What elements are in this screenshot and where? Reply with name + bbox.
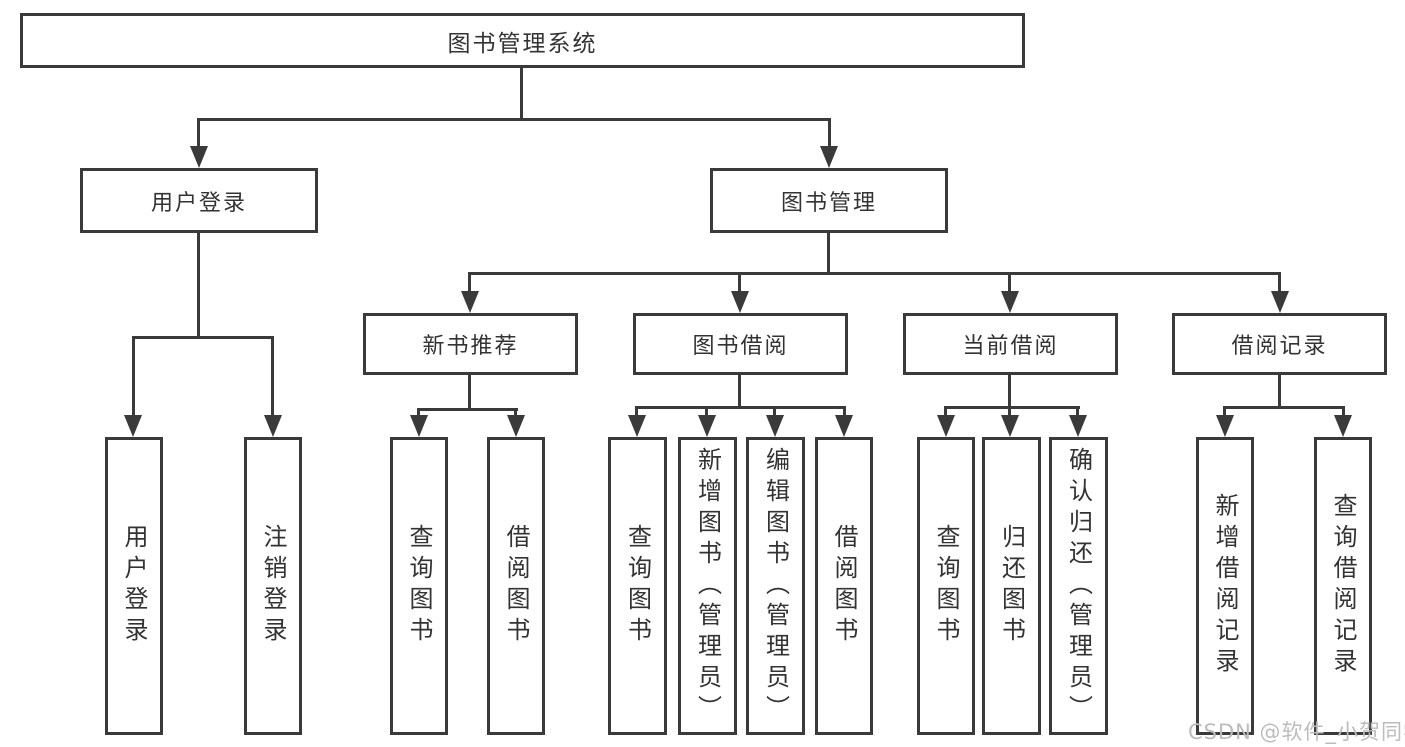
connector-line bbox=[1342, 406, 1345, 417]
connector-line bbox=[827, 233, 830, 272]
arrow-down-icon bbox=[1001, 415, 1019, 437]
arrow-down-icon bbox=[698, 415, 716, 437]
leaf-add-books-admin-label: 新增图书（管理员） bbox=[693, 446, 722, 726]
connector-line bbox=[417, 408, 518, 411]
arrow-down-icon bbox=[766, 415, 784, 437]
leaf-add-books-admin: 新增图书（管理员） bbox=[678, 437, 737, 735]
arrow-down-icon bbox=[410, 415, 428, 437]
leaf-borrow-books-recommend-label: 借阅图书 bbox=[502, 524, 530, 648]
leaf-borrow-books-borrow-label: 借阅图书 bbox=[830, 524, 858, 648]
leaf-confirm-return-admin: 确认归还（管理员） bbox=[1049, 437, 1108, 735]
arrow-down-icon bbox=[124, 415, 142, 437]
connector-line bbox=[635, 406, 638, 417]
arrow-down-icon bbox=[820, 146, 838, 168]
connector-line bbox=[773, 406, 776, 417]
connector-line bbox=[705, 406, 708, 417]
connector-line bbox=[1223, 406, 1226, 417]
connector-line bbox=[132, 336, 135, 415]
arrow-down-icon bbox=[1001, 291, 1019, 313]
leaf-borrow-books-recommend: 借阅图书 bbox=[487, 437, 545, 735]
connector-line bbox=[1008, 375, 1011, 406]
leaf-logout-label: 注销登录 bbox=[259, 524, 287, 648]
node-borrow-records: 借阅记录 bbox=[1172, 313, 1387, 375]
leaf-query-borrow-record: 查询借阅记录 bbox=[1314, 437, 1372, 735]
leaf-query-borrow-record-label: 查询借阅记录 bbox=[1329, 493, 1357, 679]
leaf-query-books-borrow-label: 查询图书 bbox=[623, 524, 652, 648]
leaf-edit-books-admin-label: 编辑图书（管理员） bbox=[761, 446, 790, 726]
leaf-return-books: 归还图书 bbox=[982, 437, 1041, 735]
arrow-down-icon bbox=[1069, 415, 1087, 437]
leaf-add-borrow-record-label: 新增借阅记录 bbox=[1211, 493, 1239, 679]
connector-line bbox=[197, 233, 200, 336]
arrow-down-icon bbox=[1216, 415, 1234, 437]
leaf-confirm-return-admin-label: 确认归还（管理员） bbox=[1064, 446, 1093, 726]
connector-line bbox=[197, 118, 831, 121]
connector-line bbox=[514, 408, 517, 417]
arrow-down-icon bbox=[1271, 291, 1289, 313]
watermark: CSDN @软件_小贺同学 bbox=[1188, 720, 1405, 744]
connector-line bbox=[1278, 375, 1281, 406]
arrow-down-icon bbox=[628, 415, 646, 437]
connector-line bbox=[1008, 406, 1011, 417]
arrow-down-icon bbox=[264, 415, 282, 437]
connector-line bbox=[1278, 272, 1281, 293]
leaf-user-login-label: 用户登录 bbox=[120, 524, 148, 648]
connector-line bbox=[828, 118, 831, 148]
node-book-management-label: 图书管理 bbox=[780, 190, 877, 216]
connector-line bbox=[520, 68, 523, 118]
connector-line bbox=[843, 406, 846, 417]
arrow-down-icon bbox=[731, 291, 749, 313]
arrow-down-icon bbox=[190, 146, 208, 168]
leaf-query-books-current: 查询图书 bbox=[917, 437, 975, 735]
connector-line bbox=[468, 272, 471, 293]
node-current-borrow-label: 当前借阅 bbox=[962, 334, 1059, 359]
leaf-edit-books-admin: 编辑图书（管理员） bbox=[746, 437, 805, 735]
node-borrow-records-label: 借阅记录 bbox=[1231, 334, 1328, 359]
connector-line bbox=[1008, 272, 1011, 293]
node-book-borrow: 图书借阅 bbox=[633, 313, 848, 375]
leaf-query-books-current-label: 查询图书 bbox=[932, 524, 960, 648]
node-root: 图书管理系统 bbox=[20, 13, 1025, 68]
connector-line bbox=[738, 375, 741, 406]
node-new-book-recommend-label: 新书推荐 bbox=[422, 334, 519, 359]
node-book-management: 图书管理 bbox=[710, 168, 948, 233]
connector-line bbox=[944, 406, 947, 417]
arrow-down-icon bbox=[1334, 415, 1352, 437]
node-root-label: 图书管理系统 bbox=[447, 30, 598, 57]
leaf-user-login: 用户登录 bbox=[105, 437, 163, 735]
arrow-down-icon bbox=[937, 415, 955, 437]
connector-line bbox=[271, 336, 274, 415]
connector-line bbox=[468, 272, 1281, 275]
connector-line bbox=[197, 118, 200, 148]
node-book-borrow-label: 图书借阅 bbox=[692, 334, 789, 359]
connector-line bbox=[132, 336, 274, 339]
leaf-add-borrow-record: 新增借阅记录 bbox=[1196, 437, 1254, 735]
connector-line bbox=[468, 375, 471, 408]
leaf-query-books-borrow: 查询图书 bbox=[608, 437, 667, 735]
leaf-query-books-recommend-label: 查询图书 bbox=[405, 524, 433, 648]
connector-line bbox=[944, 406, 1080, 409]
arrow-down-icon bbox=[507, 415, 525, 437]
node-user-login: 用户登录 bbox=[80, 168, 318, 233]
connector-line bbox=[738, 272, 741, 293]
leaf-query-books-recommend: 查询图书 bbox=[390, 437, 448, 735]
leaf-logout: 注销登录 bbox=[244, 437, 302, 735]
connector-line bbox=[635, 406, 846, 409]
arrow-down-icon bbox=[461, 291, 479, 313]
arrow-down-icon bbox=[835, 415, 853, 437]
leaf-return-books-label: 归还图书 bbox=[997, 524, 1026, 648]
connector-line bbox=[1076, 406, 1079, 417]
connector-line bbox=[1223, 406, 1345, 409]
node-user-login-label: 用户登录 bbox=[150, 190, 247, 216]
node-new-book-recommend: 新书推荐 bbox=[363, 313, 578, 375]
connector-line bbox=[417, 408, 420, 417]
leaf-borrow-books-borrow: 借阅图书 bbox=[815, 437, 873, 735]
node-current-borrow: 当前借阅 bbox=[903, 313, 1118, 375]
